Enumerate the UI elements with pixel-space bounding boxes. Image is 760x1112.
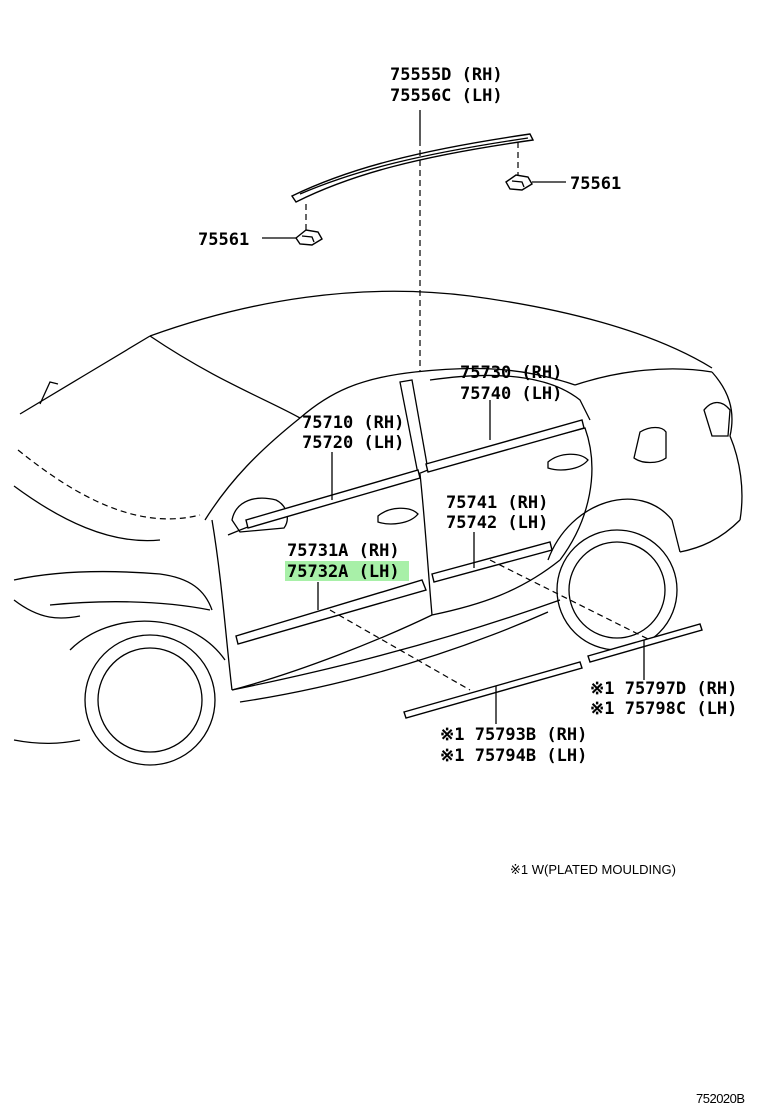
label-rear-door-moulding-rh: 75741 (RH) bbox=[446, 493, 548, 513]
label-clip-left: 75561 bbox=[198, 230, 249, 250]
label-rear-belt-rh: 75730 (RH) bbox=[460, 363, 562, 383]
footnote: ※1 W(PLATED MOULDING) bbox=[510, 862, 676, 877]
label-rear-door-moulding-lh: 75742 (LH) bbox=[446, 513, 548, 533]
clip-left-part[interactable] bbox=[295, 229, 323, 246]
rear-belt-moulding[interactable] bbox=[425, 419, 585, 473]
label-rear-plated-lh: ※1 75798C (LH) bbox=[590, 699, 737, 719]
car-body bbox=[13, 290, 743, 766]
label-front-plated-rh: ※1 75793B (RH) bbox=[440, 725, 587, 745]
front-belt-moulding[interactable] bbox=[245, 469, 421, 529]
label-front-plated-lh: ※1 75794B (LH) bbox=[440, 746, 587, 766]
front-plated-moulding[interactable] bbox=[403, 661, 583, 719]
label-roof-moulding-lh: 75556C (LH) bbox=[390, 86, 503, 106]
label-roof-moulding-rh: 75555D (RH) bbox=[390, 65, 503, 85]
label-front-door-moulding-lh[interactable]: 75732A (LH) bbox=[287, 562, 400, 582]
rear-plated-moulding[interactable] bbox=[587, 623, 703, 663]
roof-moulding-part[interactable] bbox=[290, 133, 535, 203]
highlight-box bbox=[285, 561, 409, 581]
label-front-door-moulding-rh: 75731A (RH) bbox=[287, 541, 400, 561]
label-rear-belt-lh: 75740 (LH) bbox=[460, 384, 562, 404]
clip-right-part[interactable] bbox=[505, 174, 533, 191]
label-front-belt-rh: 75710 (RH) bbox=[302, 413, 404, 433]
front-door-moulding[interactable] bbox=[235, 579, 427, 645]
label-rear-plated-rh: ※1 75797D (RH) bbox=[590, 679, 737, 699]
diagram-code: 752020B bbox=[696, 1091, 745, 1106]
label-clip-right: 75561 bbox=[570, 174, 621, 194]
label-front-belt-lh: 75720 (LH) bbox=[302, 433, 404, 453]
rear-door-moulding[interactable] bbox=[431, 541, 553, 583]
